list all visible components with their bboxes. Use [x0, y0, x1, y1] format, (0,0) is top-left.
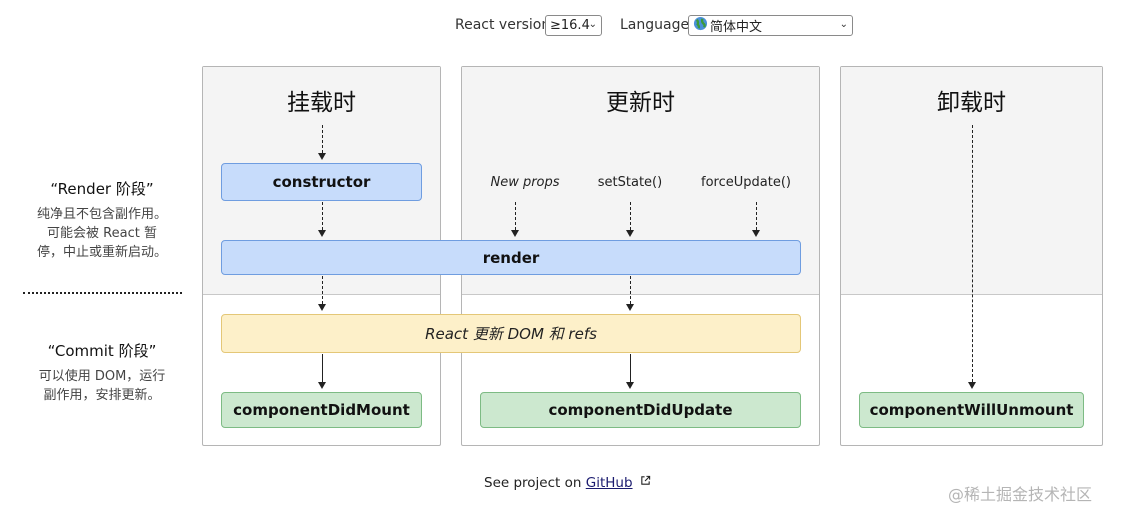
constructor-box: constructor [221, 163, 422, 201]
react-version-label: React version [455, 17, 551, 33]
mount-column-title: 挂载时 [287, 90, 356, 116]
trigger-set-state: setState() [597, 175, 663, 190]
react-version-value: ≥16.4 [550, 18, 590, 33]
arrow-line [322, 276, 323, 304]
arrow-head [511, 230, 519, 237]
arrow-line [322, 125, 323, 153]
commit-phase-title: “Commit 阶段” [47, 342, 157, 360]
chevron-down-icon: ⌄ [588, 19, 597, 30]
arrow-line [630, 276, 631, 304]
trigger-new-props: New props [490, 175, 560, 190]
arrow-line [322, 354, 323, 382]
react-update-dom-box: React 更新 DOM 和 refs [221, 314, 801, 353]
arrow-line [630, 354, 631, 382]
arrow-head [318, 153, 326, 160]
watermark: @稀土掘金技术社区 [948, 485, 1093, 504]
commit-phase-desc: 可以使用 DOM，运行 副作用，安排更新。 [38, 369, 166, 403]
react-version-select[interactable]: ≥16.4 ⌄ [545, 15, 602, 36]
arrow-line [972, 125, 973, 382]
arrow-head [752, 230, 760, 237]
footer-text: See project on [484, 475, 586, 491]
arrow-line [756, 202, 757, 230]
render-phase-desc: 纯净且不包含副作用。 可能会被 React 暂 停，中止或重新启动。 [36, 207, 167, 260]
component-did-update-box: componentDidUpdate [480, 392, 801, 428]
arrow-head [626, 304, 634, 311]
arrow-line [630, 202, 631, 230]
arrow-head [968, 382, 976, 389]
language-value: 简体中文 [710, 20, 763, 35]
external-link-icon [637, 475, 651, 491]
arrow-head [318, 382, 326, 389]
update-column-title: 更新时 [606, 90, 675, 116]
github-link[interactable]: GitHub [585, 475, 633, 491]
arrow-head [626, 382, 634, 389]
render-box: render [221, 240, 801, 275]
trigger-force-update: forceUpdate() [701, 175, 791, 190]
language-select[interactable]: 简体中文 ⌄ [688, 15, 853, 36]
component-will-unmount-box: componentWillUnmount [859, 392, 1084, 428]
chevron-down-icon: ⌄ [839, 19, 848, 30]
render-phase-title: “Render 阶段” [50, 180, 154, 198]
footer: See project on GitHub [484, 475, 651, 491]
arrow-line [322, 202, 323, 230]
unmount-column: 卸载时 [840, 66, 1103, 446]
unmount-column-title: 卸载时 [937, 90, 1006, 116]
component-did-mount-box: componentDidMount [221, 392, 422, 428]
globe-icon [693, 16, 708, 35]
arrow-head [318, 230, 326, 237]
language-label: Language [620, 17, 690, 33]
phase-separator [23, 292, 182, 294]
arrow-head [318, 304, 326, 311]
arrow-line [515, 202, 516, 230]
arrow-head [626, 230, 634, 237]
